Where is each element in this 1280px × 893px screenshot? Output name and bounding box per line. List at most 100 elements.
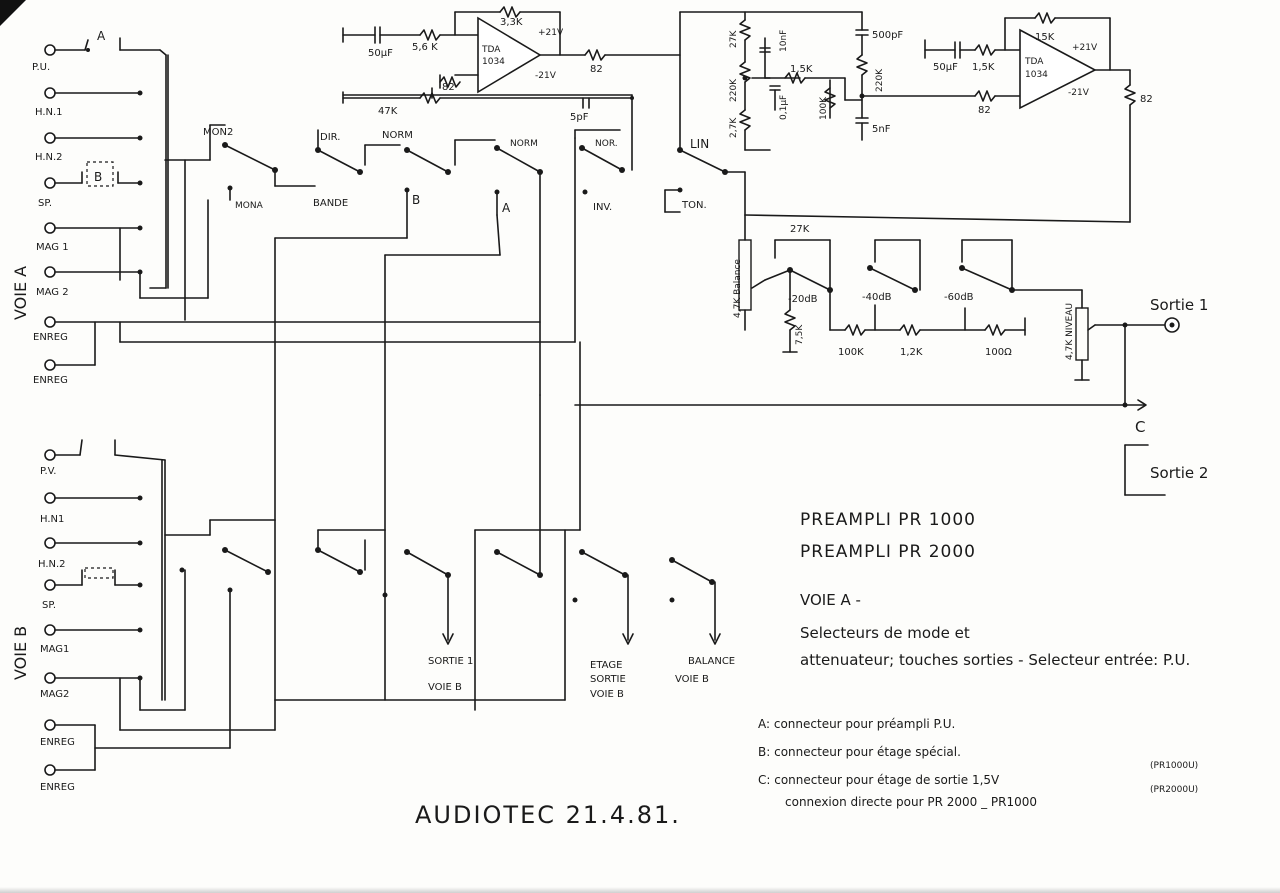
legend-c2: connexion directe pour PR 2000 _ PR1000 [785,795,1037,809]
label-sp-b: SP. [42,600,56,611]
label-enreg1-b: ENREG [40,737,75,748]
selector-dir: DIR. [320,132,340,143]
label-v2p: +21V [1072,43,1098,53]
label-rfb2: 15K [1035,32,1055,43]
label-c5: 500pF [872,30,903,41]
op-amp-1 [342,6,681,109]
selector-b: B [412,193,420,207]
label-c4: 0,1µF [779,95,789,120]
label-r5: 27K [729,30,739,48]
label-hn2-b: H.N.2 [38,559,66,570]
label-r17: 1,2K [900,347,923,358]
label-v2n: -21V [1068,88,1090,98]
label-r2: 82 [590,64,603,75]
jack-hn2-b [44,537,56,549]
jack-mag1-a [44,222,56,234]
selector-ton: TON. [681,200,707,211]
label-mag2-a: MAG 2 [36,287,69,298]
jack-sp-b [44,579,56,591]
label-v1n: -21V [535,71,557,81]
signature: AUDIOTEC 21.4.81. [415,801,681,829]
label-r14: 27K [790,224,810,235]
label-op1-line1: TDA [481,45,501,55]
voie-b-etage-line2: SORTIE [590,674,626,685]
selector-mono: MONA [235,201,264,211]
selector-norm3: NOR. [595,139,618,149]
label-r6: 220K [729,78,739,102]
note-title2: PREAMPLI PR 2000 [800,542,976,562]
label-att1: -20dB [788,294,818,305]
label-voie-a: VOIE A [11,266,30,320]
voie-a-inputs [44,37,576,371]
label-enreg2-b: ENREG [40,782,75,793]
voie-b-inputs [44,439,276,776]
page-corner [0,0,26,26]
label-pu-b: P.V. [40,466,56,477]
label-op2-line1: TDA [1024,57,1044,67]
label-r12: 82 [978,105,991,116]
label-sp-a: SP. [38,198,52,209]
label-r3: 47K [378,106,398,117]
voie-b-etage-line1: ETAGE [590,660,622,671]
label-balance: 4,7K Balance [733,259,743,318]
selector-lin: LIN [690,137,709,151]
voie-b-sortie1-line1: SORTIE 1 [428,656,473,667]
legend-pr2000u: (PR2000U) [1150,785,1198,795]
label-enreg1-a: ENREG [33,332,68,343]
jack-mag2-a [44,266,56,278]
label-r10: 220K [875,68,885,92]
voie-b-balance-line2: VOIE B [675,674,709,685]
selector-bande: BANDE [313,198,348,209]
connector-a-label: A [97,29,106,43]
label-c3: 10nF [779,30,789,52]
jack-pu-b [44,449,56,461]
label-mag1-b: MAG1 [40,644,69,655]
note-line1: Selecteurs de mode et [800,624,970,642]
labels: P.U. H.N.1 H.N.2 SP. MAG 1 MAG 2 ENREG E… [11,17,1208,829]
label-att3: -60dB [944,292,974,303]
label-c1: 50µF [368,48,393,59]
label-op2-line2: 1034 [1025,70,1048,80]
note-title1: PREAMPLI PR 1000 [800,510,976,530]
label-r16: 100K [838,347,864,358]
label-c6: 5nF [872,124,891,135]
label-hn1-a: H.N.1 [35,107,63,118]
legend-pr1000u: (PR1000U) [1150,761,1198,771]
selector-norm2: NORM [510,139,538,149]
jack-mag1-b [44,624,56,636]
legend-b: B: connecteur pour étage spécial. [758,745,961,759]
legend-c1: C: connecteur pour étage de sortie 1,5V [758,773,1000,787]
note-line2: attenuateur; touches sorties - Selecteur… [800,651,1190,669]
voie-a-selectors [184,94,633,531]
attenuator [574,147,1180,496]
jack-sp-a [44,177,56,189]
label-c2: 5pF [570,112,589,123]
label-v1p: +21V [538,28,564,38]
label-c7: 50µF [933,62,958,73]
selector-norm1: NORM [382,130,413,141]
label-sortie2: Sortie 2 [1150,464,1208,482]
label-r11: 1,5K [972,62,995,73]
jack-enreg1-a [44,316,56,328]
label-c-output: C [1135,418,1145,436]
label-r9: 100K [819,96,829,120]
voie-b-balance-line1: BALANCE [688,656,735,667]
selector-mono2: MON2 [203,127,233,138]
label-hn1-b: H.N1 [40,514,64,525]
jack-enreg2-a [44,359,56,371]
label-niveau: 4,7K NIVEAU [1065,303,1075,360]
label-r4: 82 [442,82,455,93]
label-op1-line2: 1034 [482,57,505,67]
label-r7: 2,7K [729,117,739,138]
page-edge [0,887,1280,893]
voie-b-sortie1-line2: VOIE B [428,682,462,693]
label-r18: 100Ω [985,347,1012,358]
tone-network [679,11,1021,151]
voie-b-selectors [164,394,721,731]
label-r1: 5,6 K [412,42,438,53]
legend-a: A: connecteur pour préampli P.U. [758,717,955,731]
label-rfb1: 3,3K [500,17,523,28]
jack-enreg1-b [44,719,56,731]
